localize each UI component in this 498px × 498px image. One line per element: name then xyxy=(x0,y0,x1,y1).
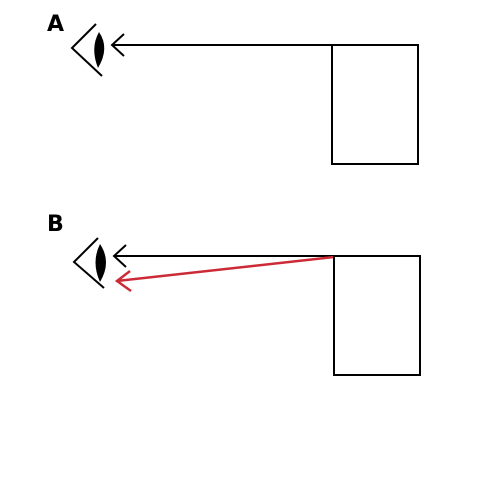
panel-a: A xyxy=(47,12,419,165)
red-arrowhead-icon xyxy=(114,270,132,293)
eye-icon xyxy=(70,23,105,77)
red-ray xyxy=(116,255,335,283)
rectangle-object xyxy=(331,44,419,165)
arrowhead-icon xyxy=(112,244,127,268)
panel-b-label: B xyxy=(47,212,64,237)
panel-a-label: A xyxy=(47,12,64,37)
eye-icon xyxy=(72,237,106,289)
panel-b: B xyxy=(47,212,421,376)
rectangle-object xyxy=(333,255,421,376)
arrowhead-icon xyxy=(110,33,125,57)
